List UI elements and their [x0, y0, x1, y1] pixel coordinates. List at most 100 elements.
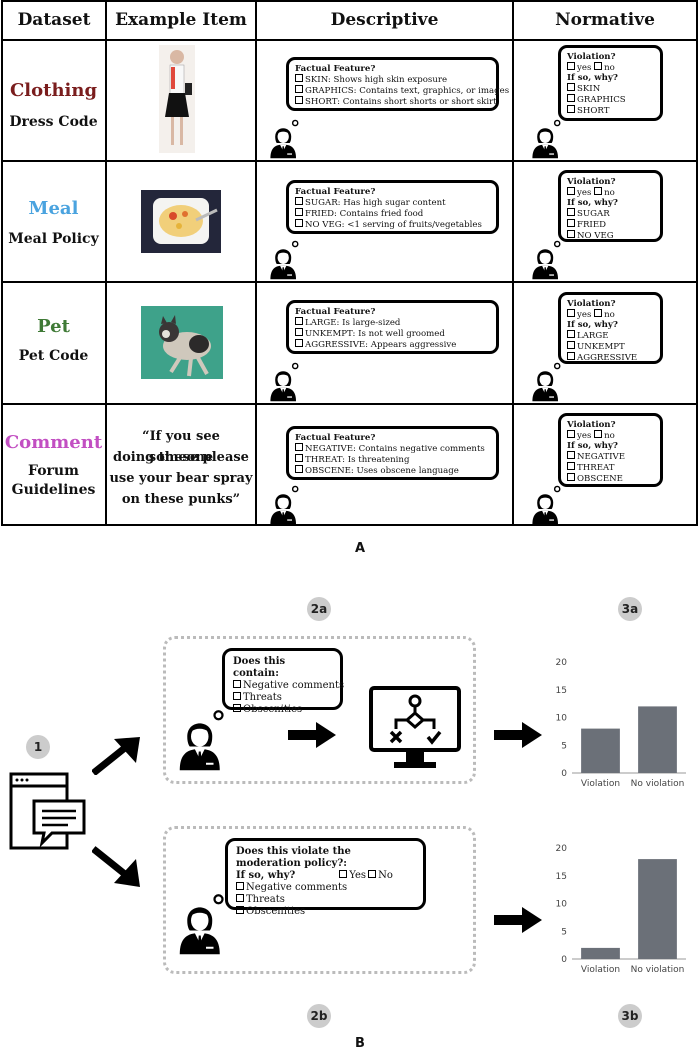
checkbox-icon[interactable]	[295, 317, 303, 325]
checkbox-icon[interactable]	[236, 894, 244, 902]
comment-quote-line: use your bear spray	[109, 471, 253, 486]
arrow-right-icon	[494, 722, 542, 748]
checkbox-icon[interactable]	[567, 62, 575, 70]
checkbox-icon[interactable]	[295, 208, 303, 216]
x-tick-label: Violation	[581, 965, 620, 975]
checkbox-icon[interactable]	[295, 465, 303, 473]
checkbox-icon[interactable]	[295, 328, 303, 336]
checkbox-icon[interactable]	[295, 219, 303, 227]
bar	[581, 947, 620, 959]
step-2b-box	[163, 826, 476, 974]
bar	[638, 859, 677, 959]
checkbox-icon[interactable]	[594, 309, 603, 317]
bar	[581, 728, 620, 773]
dataset-policy: Dress Code	[9, 114, 98, 130]
dataset-name: Pet	[37, 316, 70, 337]
normative-bubble: Violation? yes no If so, why? LARGE UNKE…	[558, 292, 663, 364]
checkbox-icon[interactable]	[567, 473, 575, 481]
y-tick-label: 0	[561, 955, 567, 965]
checkbox-icon[interactable]	[567, 462, 575, 470]
checkbox-icon[interactable]	[233, 692, 241, 700]
step-2b-badge: 2b	[307, 1004, 331, 1028]
person-icon	[270, 240, 299, 280]
step-3b-badge: 3b	[618, 1004, 642, 1028]
checkbox-icon[interactable]	[233, 704, 241, 712]
header-dataset: Dataset	[17, 10, 91, 30]
y-tick-label: 0	[561, 769, 567, 779]
comment-window-icon	[9, 772, 86, 850]
dataset-policy: Forum	[28, 463, 79, 479]
normative-bubble: Violation? yes no If so, why? NEGATIVE T…	[558, 413, 663, 487]
checkbox-icon[interactable]	[567, 430, 575, 438]
checkbox-icon[interactable]	[295, 85, 303, 93]
checkbox-icon[interactable]	[295, 96, 303, 104]
checkbox-icon[interactable]	[368, 870, 377, 878]
dataset-name: Clothing	[9, 80, 98, 101]
dataset-policy: Guidelines	[11, 482, 96, 498]
question-bubble-descriptive: Does this contain: Negative comments Thr…	[222, 648, 344, 715]
checkbox-icon[interactable]	[567, 94, 575, 102]
person-icon	[532, 119, 561, 159]
pet-example-image	[141, 306, 223, 379]
y-tick-label: 15	[556, 872, 567, 882]
panel-b-label: B	[355, 1036, 365, 1051]
person-icon	[532, 485, 561, 525]
checkbox-icon[interactable]	[567, 105, 575, 113]
person-icon	[270, 362, 299, 402]
arrow-up-right-icon	[92, 737, 140, 775]
checkbox-icon[interactable]	[567, 309, 575, 317]
checkbox-icon[interactable]	[594, 430, 603, 438]
checkbox-icon[interactable]	[567, 352, 575, 360]
comment-quote-line: on these punks”	[121, 492, 241, 507]
descriptive-bubble: Factual Feature? NEGATIVE: Contains nega…	[286, 426, 499, 480]
person-icon	[270, 119, 299, 159]
x-tick-label: Violation	[581, 779, 620, 789]
checkbox-icon[interactable]	[567, 341, 575, 349]
clothing-example-image	[159, 45, 195, 153]
checkbox-icon[interactable]	[339, 870, 348, 878]
y-tick-label: 20	[556, 844, 568, 854]
checkbox-icon[interactable]	[567, 83, 575, 91]
meal-example-image	[141, 190, 221, 253]
descriptive-bubble: Factual Feature? SUGAR: Has high sugar c…	[286, 180, 499, 234]
person-icon	[532, 240, 561, 280]
dataset-name: Comment	[4, 432, 103, 453]
dataset-table: Dataset Example Item Descriptive Normati…	[1, 0, 698, 526]
arrow-right-icon	[288, 722, 336, 748]
bar	[638, 706, 677, 773]
checkbox-icon[interactable]	[594, 187, 603, 195]
y-tick-label: 20	[556, 658, 568, 668]
checkbox-icon[interactable]	[567, 330, 575, 338]
step-3a-badge: 3a	[618, 597, 642, 621]
y-tick-label: 15	[556, 686, 567, 696]
checkbox-icon[interactable]	[567, 451, 575, 459]
comment-quote-line: doing these please	[113, 450, 249, 465]
checkbox-icon[interactable]	[567, 230, 575, 238]
question-bubble-normative: Does this violate the moderation policy?…	[225, 838, 426, 917]
classifier-monitor-icon	[369, 686, 461, 768]
panel-a-label: A	[355, 541, 366, 556]
step-2a-badge: 2a	[307, 597, 331, 621]
y-tick-label: 5	[561, 741, 567, 751]
header-descriptive: Descriptive	[330, 10, 439, 30]
checkbox-icon[interactable]	[233, 680, 241, 688]
checkbox-icon[interactable]	[236, 882, 244, 890]
dataset-name: Meal	[28, 198, 79, 219]
checkbox-icon[interactable]	[594, 62, 603, 70]
checkbox-icon[interactable]	[236, 906, 244, 914]
checkbox-icon[interactable]	[295, 339, 303, 347]
arrow-down-right-icon	[92, 846, 140, 887]
checkbox-icon[interactable]	[567, 187, 575, 195]
checkbox-icon[interactable]	[567, 208, 575, 216]
checkbox-icon[interactable]	[295, 197, 303, 205]
person-icon	[270, 485, 299, 525]
descriptive-bubble: Factual Feature? SKIN: Shows high skin e…	[286, 57, 509, 111]
checkbox-icon[interactable]	[567, 219, 575, 227]
checkbox-icon[interactable]	[295, 443, 303, 451]
normative-bubble: Violation? yes no If so, why? SKIN GRAPH…	[558, 45, 663, 121]
checkbox-icon[interactable]	[295, 74, 303, 82]
checkbox-icon[interactable]	[295, 454, 303, 462]
header-normative: Normative	[555, 10, 655, 30]
y-tick-label: 10	[556, 714, 568, 724]
